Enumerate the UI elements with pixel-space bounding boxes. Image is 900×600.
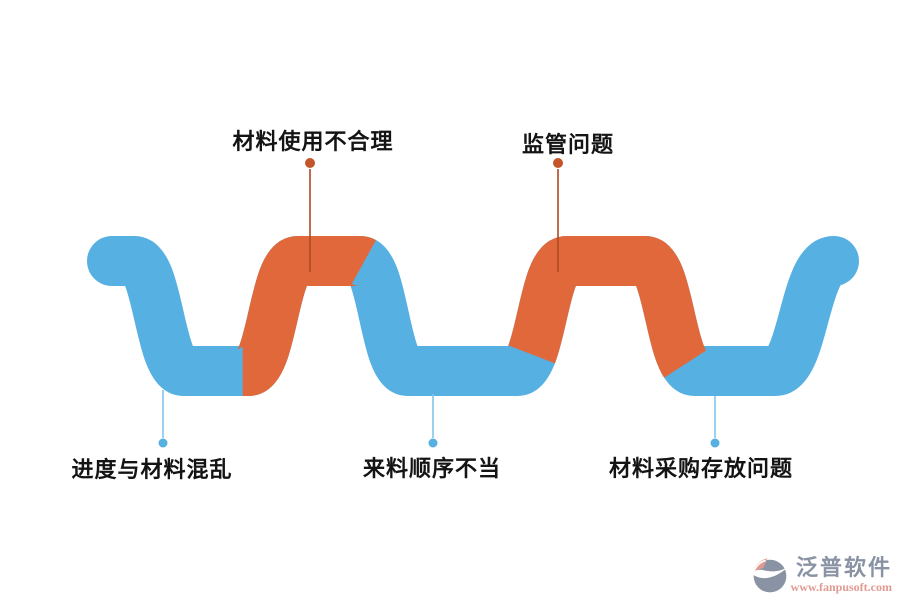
- vendor-name: 泛普软件: [795, 555, 892, 581]
- wave-ribbon-blue: [87, 236, 859, 396]
- label-progress-material-chaos: 进度与材料混乱: [71, 458, 233, 483]
- label-incoming-material-order: 来料顺序不当: [362, 457, 502, 482]
- vendor-watermark: 泛普软件 www.fanpusoft.com: [751, 556, 892, 594]
- vendor-url: www.fanpusoft.com: [790, 579, 892, 594]
- fanpu-logo-icon: [751, 558, 788, 593]
- leader-dot-purchase-storage: [710, 438, 720, 448]
- label-purchase-storage-problem: 材料采购存放问题: [608, 457, 794, 482]
- leader-dot-incoming-order: [428, 438, 438, 448]
- leader-dot-supervision: [553, 158, 563, 168]
- label-material-use-unreasonable: 材料使用不合理: [232, 130, 394, 155]
- leader-dot-material-use: [305, 158, 315, 168]
- label-supervision-problem: 监管问题: [521, 133, 615, 158]
- leader-dot-progress-chaos: [158, 438, 168, 448]
